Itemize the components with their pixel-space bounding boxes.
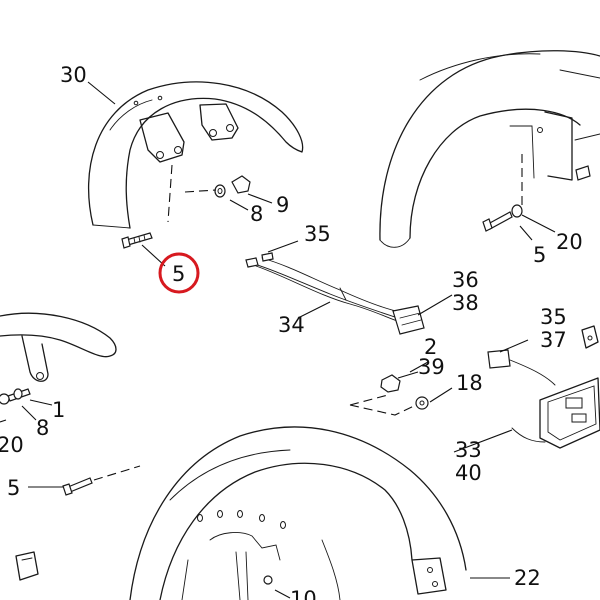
callout-30[interactable]: 30 <box>60 63 87 87</box>
nut-part-39[interactable] <box>380 374 401 393</box>
callout-33[interactable]: 33 <box>455 438 482 462</box>
rear-fender-upper-right[interactable] <box>379 50 600 248</box>
fender-part-1-left[interactable] <box>0 312 117 382</box>
rear-fender-part-22[interactable] <box>129 426 467 600</box>
callout-20-right[interactable]: 20 <box>556 230 583 254</box>
callout-8-upper[interactable]: 8 <box>250 202 263 226</box>
leader-lines <box>0 81 556 599</box>
gauge-housing-part-33[interactable] <box>511 377 600 449</box>
nut-part-9[interactable] <box>231 175 251 194</box>
callout-18[interactable]: 18 <box>456 371 483 395</box>
bolt-part-5-lower-left[interactable] <box>62 477 93 496</box>
callout-8-lower[interactable]: 8 <box>36 416 49 440</box>
callout-5-highlighted[interactable]: 5 <box>172 262 185 286</box>
clip-part-lower-left[interactable] <box>15 551 39 581</box>
callout-10[interactable]: 10 <box>290 587 317 600</box>
washer-part-20-right[interactable] <box>511 204 523 218</box>
washer-part-18[interactable] <box>415 396 429 410</box>
bolt-part-1-left[interactable] <box>0 388 31 405</box>
washer-part-8-upper[interactable] <box>214 184 226 198</box>
callout-1[interactable]: 1 <box>52 398 65 422</box>
wiring-harness-part-34[interactable] <box>245 252 425 335</box>
callout-40[interactable]: 40 <box>455 461 482 485</box>
red-circle-highlight-icon <box>158 252 200 294</box>
callout-5-left[interactable]: 5 <box>7 476 20 500</box>
connector-part-35[interactable] <box>487 349 556 386</box>
front-fender-part-30[interactable] <box>87 81 304 229</box>
callout-9[interactable]: 9 <box>276 193 289 217</box>
callout-22[interactable]: 22 <box>514 566 541 590</box>
bolt-part-5-right[interactable] <box>482 211 513 232</box>
callout-37[interactable]: 37 <box>540 328 567 352</box>
bolt-part-5-highlighted[interactable] <box>121 232 153 249</box>
part-5-hotspot[interactable] <box>158 252 200 294</box>
bracket-part-37[interactable] <box>581 325 599 349</box>
callout-labels: 30 9 8 35 5 36 38 34 35 37 2 39 18 1 8 2… <box>0 63 583 600</box>
callout-35-harness[interactable]: 35 <box>304 222 331 246</box>
callout-35-connector[interactable]: 35 <box>540 305 567 329</box>
callout-5-right[interactable]: 5 <box>533 243 546 267</box>
callout-36[interactable]: 36 <box>452 268 479 292</box>
callout-39[interactable]: 39 <box>418 355 445 379</box>
callout-38[interactable]: 38 <box>452 291 479 315</box>
callout-2[interactable]: 2 <box>424 335 437 359</box>
callout-34[interactable]: 34 <box>278 313 305 337</box>
callout-20-left[interactable]: 20 <box>0 433 24 457</box>
